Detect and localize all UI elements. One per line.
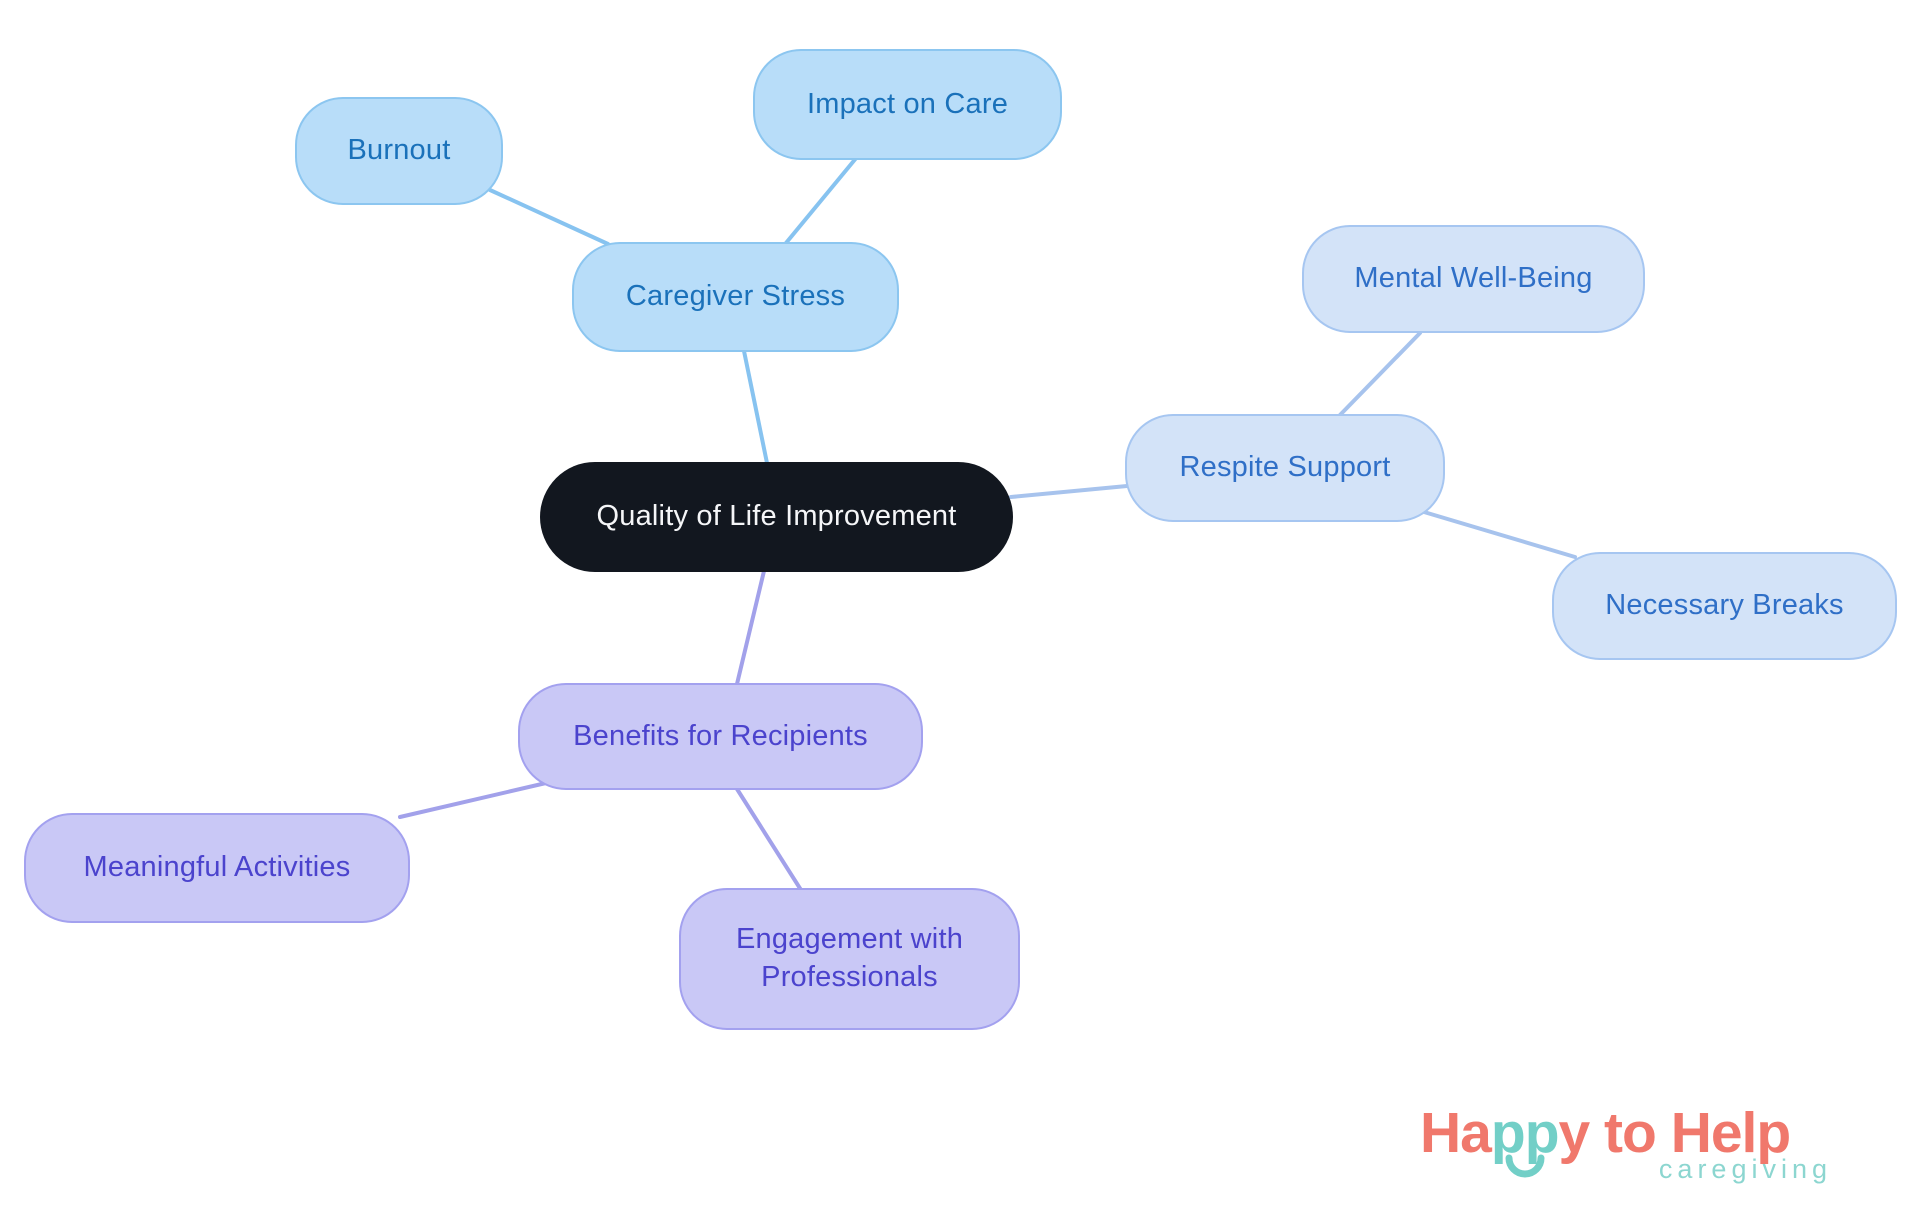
node-impact-on-care-label: Impact on Care	[806, 87, 1009, 120]
edge-central-respite	[1009, 484, 1129, 499]
node-caregiver-stress-label: Caregiver Stress	[625, 280, 846, 313]
logo-caregiving-label: caregiving	[1658, 1153, 1832, 1184]
node-engagement-with-professionals-label: Engagement with Professionals	[735, 923, 964, 993]
node-engagement-with-professionals: Engagement with Professionals	[679, 888, 1020, 1030]
edge-burnout-caregiver	[488, 188, 610, 246]
node-central-label: Quality of Life Improvement	[596, 500, 957, 533]
node-caregiver-stress: Caregiver Stress	[572, 242, 899, 352]
node-respite-support-label: Respite Support	[1179, 451, 1391, 484]
edge-mental-respite	[1338, 331, 1422, 417]
node-benefits-for-recipients: Benefits for Recipients	[518, 683, 923, 790]
node-burnout: Burnout	[295, 97, 503, 205]
logo-text-ha: Ha	[1420, 1101, 1492, 1165]
edge-central-benefits	[735, 569, 766, 686]
logo-text-pp: pp	[1490, 1101, 1560, 1165]
node-central-quality-of-life: Quality of Life Improvement	[540, 462, 1013, 572]
edge-benefits-engagement	[735, 787, 803, 892]
logo-text-y-to-help: y to Help	[1558, 1101, 1792, 1165]
node-meaningful-activities-label: Meaningful Activities	[83, 851, 351, 884]
node-mental-well-being: Mental Well-Being	[1302, 225, 1645, 333]
edge-benefits-meaningful	[398, 781, 548, 819]
node-burnout-label: Burnout	[347, 134, 451, 167]
node-necessary-breaks-label: Necessary Breaks	[1605, 589, 1844, 622]
node-meaningful-activities: Meaningful Activities	[24, 813, 410, 923]
node-respite-support: Respite Support	[1125, 414, 1445, 522]
logo-pp-smiley: pp	[1490, 1101, 1560, 1178]
node-impact-on-care: Impact on Care	[753, 49, 1062, 160]
edge-respite-necessary	[1422, 510, 1577, 559]
node-mental-well-being-label: Mental Well-Being	[1354, 262, 1593, 295]
node-necessary-breaks: Necessary Breaks	[1552, 552, 1897, 660]
smile-icon	[1505, 1154, 1545, 1178]
edge-caregiver-central	[742, 349, 769, 465]
node-benefits-for-recipients-label: Benefits for Recipients	[573, 719, 868, 752]
edge-impact-caregiver	[784, 155, 859, 245]
